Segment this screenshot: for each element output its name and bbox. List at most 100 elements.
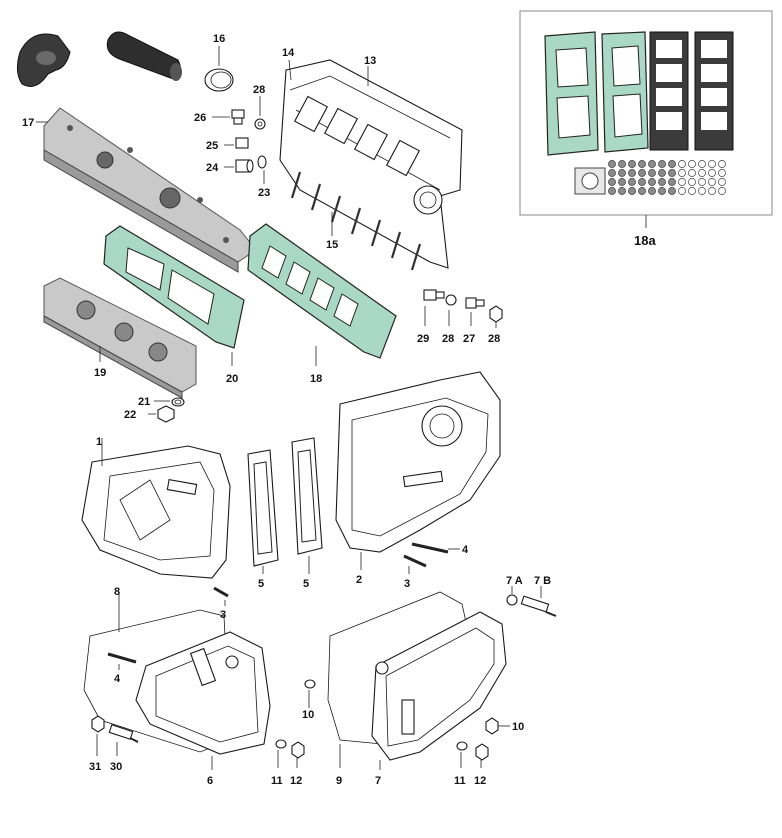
label-5-right: 5 <box>303 578 309 590</box>
label-30: 30 <box>110 761 122 773</box>
cover-6 <box>135 631 271 755</box>
inset-washer <box>608 169 616 177</box>
inset-washer <box>658 160 666 168</box>
nut-12-right <box>475 743 489 761</box>
puller-tool <box>16 33 71 87</box>
stud-4-upper <box>411 542 449 554</box>
inset-washer <box>698 178 706 186</box>
label-29: 29 <box>417 333 429 345</box>
stud-3-low <box>213 586 229 598</box>
inset-washer <box>638 169 646 177</box>
inset-washer <box>718 178 726 186</box>
inset-washer <box>688 160 696 168</box>
inset-washer <box>708 178 716 186</box>
stud-3-mid <box>403 554 427 568</box>
inset-washer <box>628 187 636 195</box>
label-11-right: 11 <box>454 775 466 787</box>
inset-washer <box>638 160 646 168</box>
inset-washer <box>658 187 666 195</box>
head-stud <box>330 195 342 223</box>
crankcase-half <box>81 445 231 579</box>
label-5-left: 5 <box>258 578 264 590</box>
inset-washer <box>608 160 616 168</box>
head-stud <box>410 243 422 271</box>
inset-washer <box>658 178 666 186</box>
inset-washer <box>678 160 686 168</box>
inset-washer <box>708 160 716 168</box>
sleeve-24 <box>235 159 254 173</box>
washer-10-mid <box>304 679 316 689</box>
inset-washer <box>698 169 706 177</box>
inset-hardware-grid <box>608 160 726 195</box>
inset-washer <box>608 187 616 195</box>
washer-7a <box>506 594 518 606</box>
label-14: 14 <box>282 47 295 59</box>
label-13: 13 <box>364 55 376 67</box>
label-23: 23 <box>258 187 270 199</box>
label-20: 20 <box>226 373 238 385</box>
inset-washer <box>668 178 676 186</box>
inset-washer <box>718 169 726 177</box>
inset-washer <box>678 178 686 186</box>
bolt-29 <box>423 289 445 301</box>
gasket-20 <box>103 225 245 349</box>
nut-22 <box>157 405 175 423</box>
nut-10-right <box>485 717 499 735</box>
inset-washer <box>698 187 706 195</box>
washer-28-mid <box>445 294 457 306</box>
inset-dark-gasket-left <box>649 31 689 151</box>
inset-washer <box>668 187 676 195</box>
nut-25 <box>235 137 249 149</box>
label-28-mid: 28 <box>442 333 454 345</box>
inset-flange-gasket <box>574 167 606 195</box>
inset-washer <box>718 187 726 195</box>
nut-28-right <box>489 305 503 323</box>
inset-green-gasket-left <box>544 31 599 156</box>
label-25: 25 <box>206 140 218 152</box>
inset-washer <box>608 178 616 186</box>
washer-23 <box>257 155 267 169</box>
inset-washer <box>718 160 726 168</box>
label-21: 21 <box>138 396 150 408</box>
cam-housing <box>43 277 197 399</box>
label-7: 7 <box>375 775 381 787</box>
inset-washer <box>628 169 636 177</box>
cover-7 <box>371 611 507 761</box>
inset-washer <box>708 187 716 195</box>
inset-washer <box>668 169 676 177</box>
inset-washer <box>638 178 646 186</box>
label-24: 24 <box>206 162 219 174</box>
label-18a: 18a <box>634 233 656 248</box>
label-1: 1 <box>96 436 102 448</box>
label-28-right: 28 <box>488 333 500 345</box>
inset-washer <box>668 160 676 168</box>
gasket-set-inset <box>519 10 773 216</box>
inset-washer <box>648 160 656 168</box>
head-stud <box>370 219 382 247</box>
label-4-upper: 4 <box>462 544 469 556</box>
head-studs <box>290 171 422 271</box>
gasket-5-right <box>291 437 323 555</box>
label-7b: 7 B <box>534 575 551 587</box>
label-16: 16 <box>213 33 225 45</box>
inset-washer <box>688 178 696 186</box>
crankcase-half-right <box>335 371 501 553</box>
inset-green-gasket-right <box>601 31 649 153</box>
label-19: 19 <box>94 367 106 379</box>
bolt-26 <box>231 109 245 125</box>
inset-washer <box>618 169 626 177</box>
inset-washer <box>628 178 636 186</box>
label-15: 15 <box>326 239 338 251</box>
inset-washer <box>648 178 656 186</box>
inset-washer <box>648 187 656 195</box>
head-stud <box>290 171 302 199</box>
label-3-low: 3 <box>220 609 226 621</box>
label-10-right: 10 <box>512 721 524 733</box>
socket-tool <box>106 31 182 81</box>
valve-cover <box>43 107 257 273</box>
label-28-top: 28 <box>253 84 265 96</box>
inset-washer <box>688 187 696 195</box>
washer-11-right <box>456 741 468 751</box>
sensor-30 <box>108 724 139 743</box>
